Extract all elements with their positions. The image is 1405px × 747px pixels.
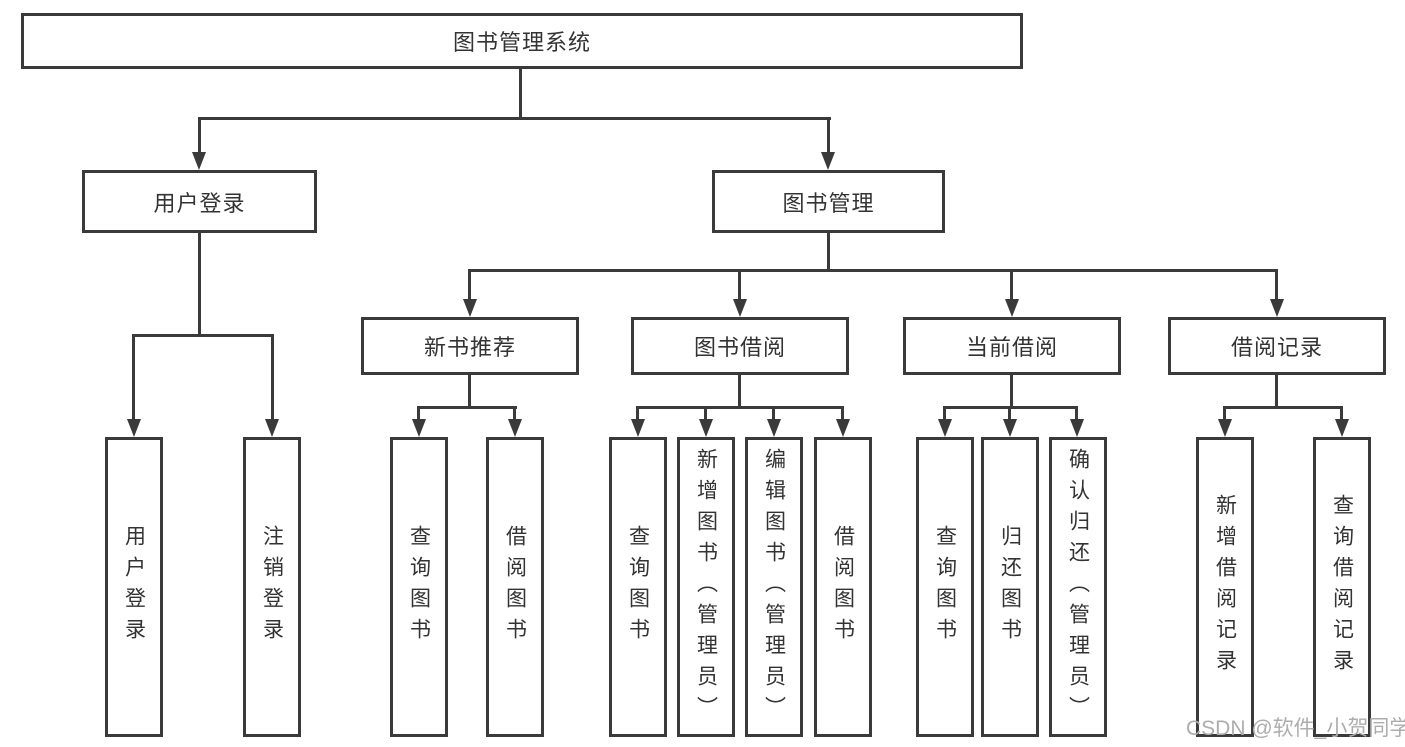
csdn-watermark: CSDN @软件_小贺同学 xyxy=(1186,717,1405,740)
leaf-logout-label: 注销登录 xyxy=(260,525,284,649)
arrowhead-new-rec xyxy=(463,299,477,317)
connector-drop-bb-leaf3 xyxy=(772,406,775,422)
connector-drop-cur-leaf1 xyxy=(943,406,946,422)
arrowhead-record xyxy=(1270,299,1284,317)
arrowhead-cur-leaf1 xyxy=(938,419,952,437)
arrowhead-rec-leaf2 xyxy=(1335,419,1349,437)
arrowhead-bb-leaf4 xyxy=(836,419,850,437)
node-current-borrow: 当前借阅 xyxy=(903,317,1121,375)
connector-record-bar xyxy=(1224,406,1343,409)
connector-drop-newrec-leaf1 xyxy=(417,406,420,422)
connector-current-bar xyxy=(945,406,1078,409)
node-current-borrow-label: 当前借阅 xyxy=(965,335,1058,360)
leaf-bb-borrow-books-label: 借阅图书 xyxy=(831,525,855,649)
node-new-book-recommend: 新书推荐 xyxy=(361,317,579,375)
node-borrow-record-label: 借阅记录 xyxy=(1230,335,1323,360)
connector-drop-cur-leaf2 xyxy=(1008,406,1011,422)
leaf-rec-query-borrow-record: 查询借阅记录 xyxy=(1313,437,1371,737)
leaf-newrec-query-books: 查询图书 xyxy=(390,437,448,737)
leaf-cur-confirm-return-admin-label: 确认归还（管理员） xyxy=(1066,447,1090,727)
node-book-management-label: 图书管理 xyxy=(782,190,875,216)
connector-newrec-stem xyxy=(468,375,471,408)
leaf-cur-query-books-label: 查询图书 xyxy=(933,525,957,649)
arrowhead-cur-leaf3 xyxy=(1070,419,1084,437)
connector-drop-current xyxy=(1010,269,1013,302)
connector-drop-bb-leaf2 xyxy=(704,406,707,422)
connector-drop-newrec-leaf2 xyxy=(513,406,516,422)
arrowhead-bb-leaf2 xyxy=(699,419,713,437)
connector-root-stem xyxy=(519,69,522,119)
leaf-bb-borrow-books: 借阅图书 xyxy=(814,437,872,737)
connector-bookborrow-stem xyxy=(738,375,741,408)
leaf-rec-add-borrow-record: 新增借阅记录 xyxy=(1196,437,1254,737)
arrowhead-user-login xyxy=(192,152,206,170)
arrowhead-bb-leaf3 xyxy=(767,419,781,437)
node-book-management: 图书管理 xyxy=(712,170,945,233)
node-library-system: 图书管理系统 xyxy=(21,13,1023,69)
arrowhead-newrec-leaf2 xyxy=(508,419,522,437)
arrowhead-cur-leaf2 xyxy=(1003,419,1017,437)
leaf-bb-add-books-admin: 新增图书（管理员） xyxy=(677,437,735,737)
leaf-user-login-label: 用户登录 xyxy=(122,525,146,649)
node-user-login: 用户登录 xyxy=(82,170,317,233)
connector-login-bar xyxy=(133,334,274,337)
leaf-user-login: 用户登录 xyxy=(105,437,163,737)
arrowhead-book-mgmt xyxy=(821,152,835,170)
connector-root-bar xyxy=(198,117,831,120)
connector-drop-rec-leaf1 xyxy=(1223,406,1226,422)
node-borrow-record: 借阅记录 xyxy=(1168,317,1386,375)
connector-bookborrow-bar xyxy=(638,406,844,409)
connector-drop-borrow xyxy=(738,269,741,302)
node-new-book-recommend-label: 新书推荐 xyxy=(423,335,516,360)
leaf-bb-query-books-label: 查询图书 xyxy=(626,525,650,649)
node-book-borrow-label: 图书借阅 xyxy=(693,335,786,360)
leaf-logout: 注销登录 xyxy=(243,437,301,737)
connector-drop-user-login xyxy=(198,117,201,155)
leaf-rec-add-borrow-record-label: 新增借阅记录 xyxy=(1213,494,1237,680)
arrowhead-newrec-leaf1 xyxy=(412,419,426,437)
node-library-system-label: 图书管理系统 xyxy=(452,30,591,55)
connector-newrec-bar xyxy=(419,406,517,409)
connector-drop-record xyxy=(1275,269,1278,302)
connector-drop-login-leaf1 xyxy=(132,334,135,422)
connector-drop-book-mgmt xyxy=(827,117,830,155)
leaf-cur-return-books-label: 归还图书 xyxy=(998,525,1022,649)
arrowhead-rec-leaf1 xyxy=(1218,419,1232,437)
connector-drop-new-rec xyxy=(468,269,471,302)
connector-drop-cur-leaf3 xyxy=(1075,406,1078,422)
connector-mgmt-bar xyxy=(469,269,1278,272)
leaf-bb-edit-books-admin-label: 编辑图书（管理员） xyxy=(762,447,786,727)
connector-drop-rec-leaf2 xyxy=(1340,406,1343,422)
connector-drop-login-leaf2 xyxy=(271,334,274,422)
arrowhead-borrow xyxy=(733,299,747,317)
arrowhead-login-leaf1 xyxy=(127,419,141,437)
connector-login-stem xyxy=(198,233,201,336)
leaf-bb-edit-books-admin: 编辑图书（管理员） xyxy=(745,437,803,737)
leaf-bb-add-books-admin-label: 新增图书（管理员） xyxy=(694,447,718,727)
arrowhead-current xyxy=(1005,299,1019,317)
arrowhead-bb-leaf1 xyxy=(631,419,645,437)
node-user-login-label: 用户登录 xyxy=(153,190,246,216)
connector-drop-bb-leaf4 xyxy=(841,406,844,422)
leaf-cur-query-books: 查询图书 xyxy=(916,437,974,737)
connector-record-stem xyxy=(1275,375,1278,408)
leaf-newrec-query-books-label: 查询图书 xyxy=(407,525,431,649)
leaf-cur-confirm-return-admin: 确认归还（管理员） xyxy=(1049,437,1107,737)
node-book-borrow: 图书借阅 xyxy=(631,317,849,375)
leaf-newrec-borrow-books-label: 借阅图书 xyxy=(503,525,527,649)
leaf-rec-query-borrow-record-label: 查询借阅记录 xyxy=(1330,494,1354,680)
connector-drop-bb-leaf1 xyxy=(636,406,639,422)
leaf-cur-return-books: 归还图书 xyxy=(981,437,1039,737)
arrowhead-login-leaf2 xyxy=(265,419,279,437)
leaf-newrec-borrow-books: 借阅图书 xyxy=(486,437,544,737)
connector-current-stem xyxy=(1010,375,1013,408)
connector-mgmt-stem xyxy=(827,233,830,271)
leaf-bb-query-books: 查询图书 xyxy=(609,437,667,737)
